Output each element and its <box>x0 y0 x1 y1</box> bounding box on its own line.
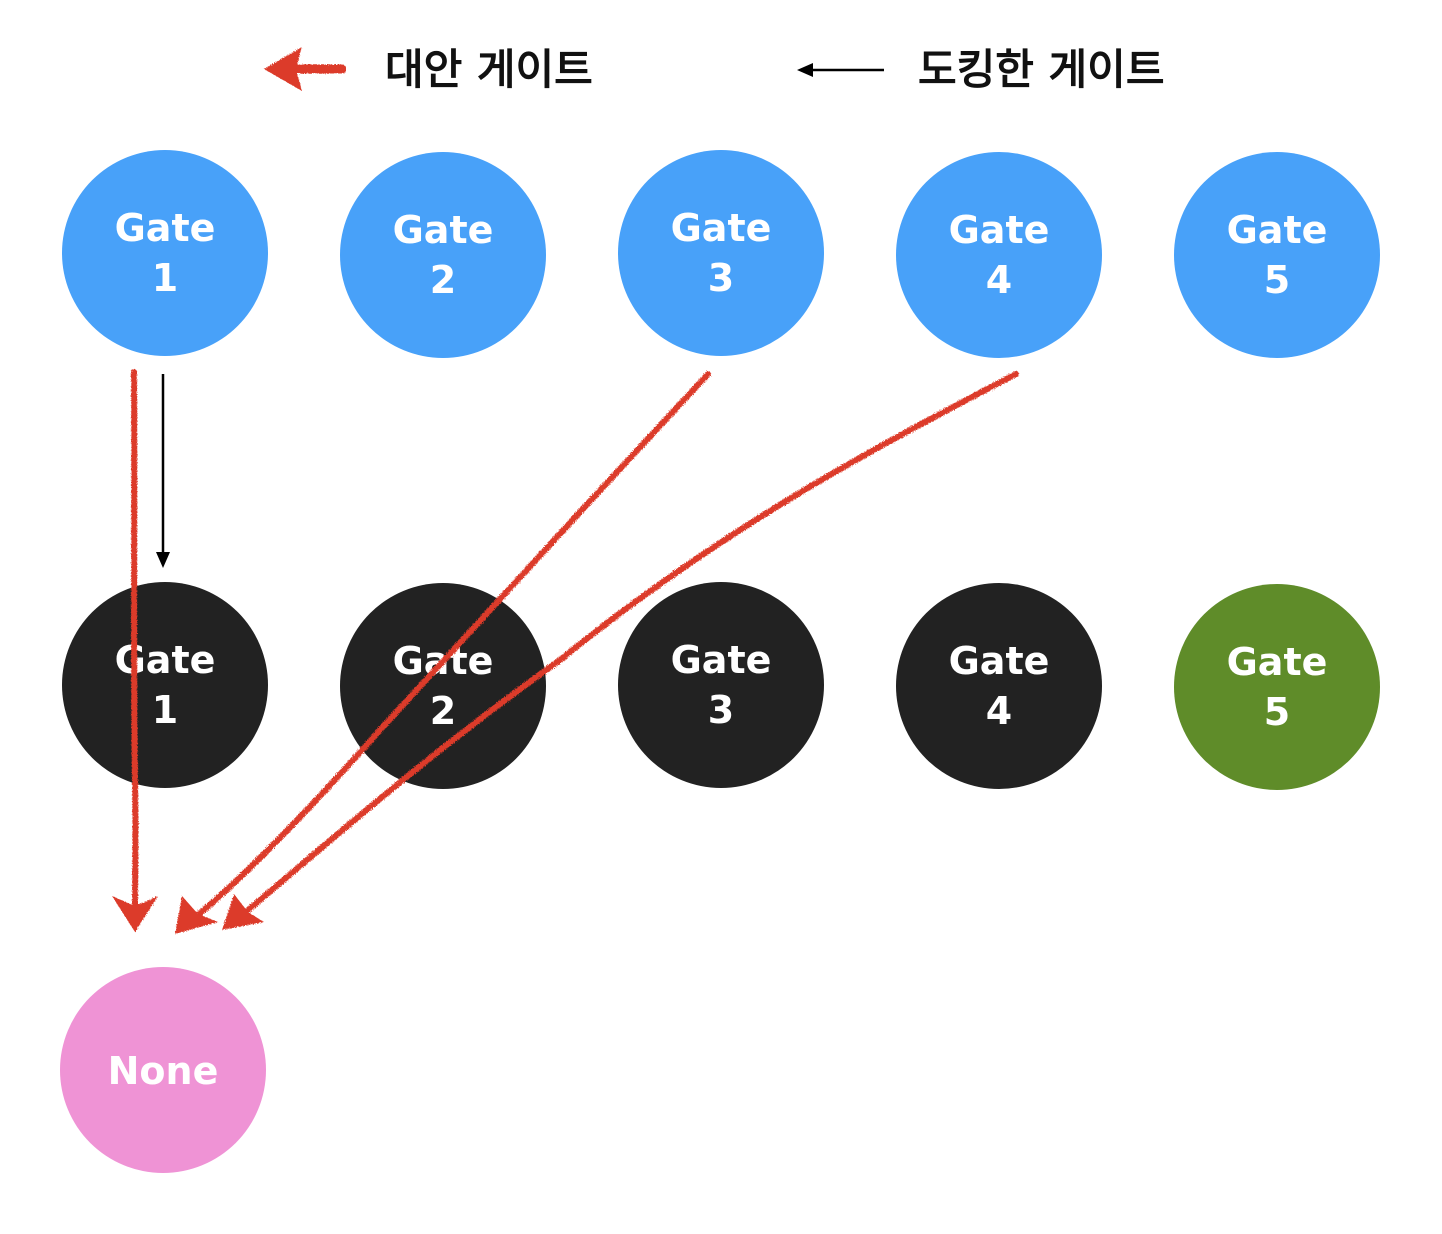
target-gate-word: Gate <box>671 638 772 682</box>
none-node: None <box>60 967 266 1173</box>
target-gate-node: Gate 3 <box>618 582 824 788</box>
target-gate-word: Gate <box>115 638 216 682</box>
legend-docked-arrow-icon <box>797 63 884 77</box>
source-gate-word: Gate <box>1227 208 1328 252</box>
legend-alternative-arrow-icon <box>264 47 347 91</box>
source-gate-circle <box>1174 152 1380 358</box>
source-gate-node: Gate 3 <box>618 150 824 356</box>
target-gate-node: Gate 5 <box>1174 584 1380 790</box>
alternative-edge-arrows <box>112 369 1019 934</box>
target-gate-word: Gate <box>949 639 1050 683</box>
source-gate-word: Gate <box>115 206 216 250</box>
target-gate-circle <box>62 582 268 788</box>
target-gate-number: 2 <box>430 689 456 733</box>
source-gate-number: 4 <box>986 258 1012 302</box>
source-gate-number: 2 <box>430 258 456 302</box>
target-gate-number: 4 <box>986 689 1012 733</box>
source-gate-word: Gate <box>671 206 772 250</box>
docked-edge-arrow <box>156 374 170 568</box>
legend-docked-label: 도킹한 게이트 <box>918 45 1164 94</box>
source-gate-number: 5 <box>1264 258 1290 302</box>
alternative-edge-arrow <box>175 371 711 934</box>
source-gate-number: 1 <box>152 256 178 300</box>
source-gate-node: Gate 1 <box>62 150 268 356</box>
legend: 대안 게이트 도킹한 게이트 <box>264 45 1164 94</box>
alternative-edge-arrow <box>222 371 1019 930</box>
alternative-edge-arrow <box>112 369 158 932</box>
target-gate-circle <box>618 582 824 788</box>
target-gate-node: Gate 4 <box>896 583 1102 789</box>
target-gate-node: Gate 2 <box>340 583 546 789</box>
target-gate-word: Gate <box>1227 640 1328 684</box>
target-gate-number: 5 <box>1264 690 1290 734</box>
source-gate-number: 3 <box>708 256 734 300</box>
none-circle <box>60 967 266 1173</box>
target-gate-circle-free <box>1174 584 1380 790</box>
source-gates-row: Gate 1 Gate 2 Gate 3 Gate 4 Gate 5 <box>62 150 1380 358</box>
target-gate-number: 3 <box>708 688 734 732</box>
source-gate-circle <box>62 150 268 356</box>
target-gate-circle <box>340 583 546 789</box>
source-gate-node: Gate 2 <box>340 152 546 358</box>
source-gate-word: Gate <box>949 208 1050 252</box>
legend-alternative-label: 대안 게이트 <box>385 45 593 94</box>
source-gate-circle <box>896 152 1102 358</box>
source-gate-circle <box>340 152 546 358</box>
none-label: None <box>108 1049 219 1093</box>
target-gates-row: Gate 1 Gate 2 Gate 3 Gate 4 Gate 5 <box>62 582 1380 790</box>
target-gate-circle <box>896 583 1102 789</box>
source-gate-node: Gate 5 <box>1174 152 1380 358</box>
source-gate-node: Gate 4 <box>896 152 1102 358</box>
target-gate-number: 1 <box>152 688 178 732</box>
source-gate-circle <box>618 150 824 356</box>
source-gate-word: Gate <box>393 208 494 252</box>
target-gate-node: Gate 1 <box>62 582 268 788</box>
